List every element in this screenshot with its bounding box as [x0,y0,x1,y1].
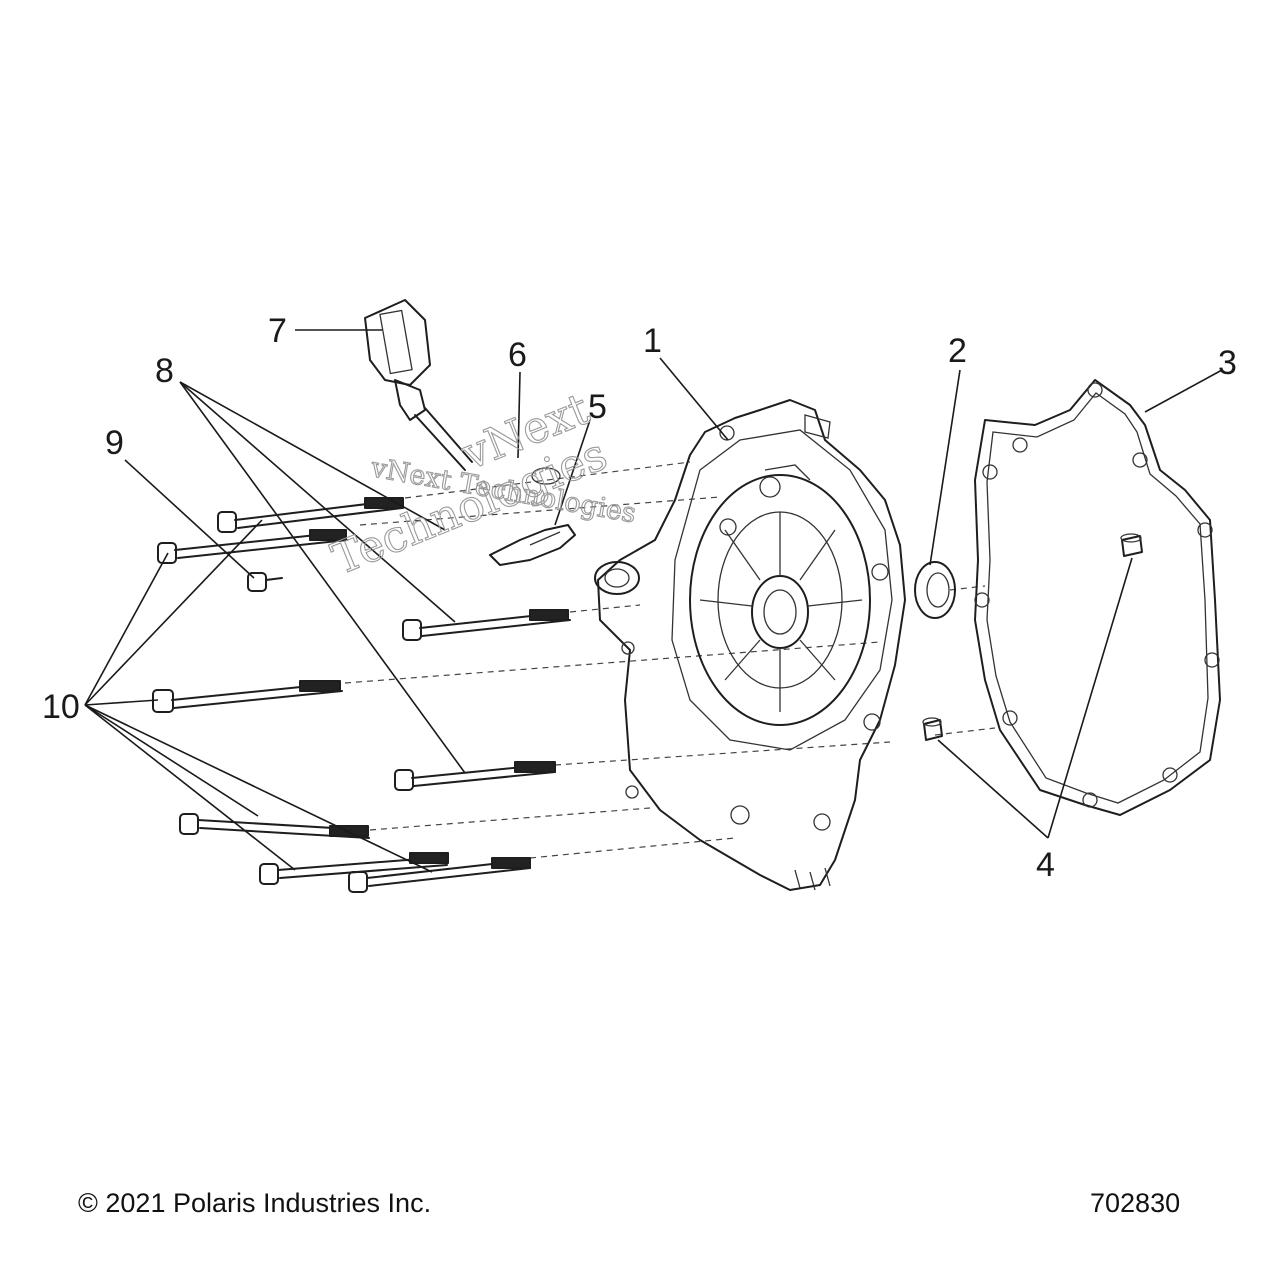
cover-gasket [974,379,1221,816]
callout-10: 10 [42,688,80,726]
callout-6: 6 [508,336,527,374]
dowel-pins [922,533,1143,741]
copyright-notice: © 2021 Polaris Industries Inc. [78,1188,432,1218]
dipstick [364,299,473,471]
callout-7: 7 [268,312,287,350]
side-cover [594,399,906,891]
callout-1: 1 [643,322,662,360]
diagram-number: 702830 [1090,1188,1181,1218]
callout-2: 2 [948,332,967,370]
leader-lines [84,329,1223,873]
callout-4: 4 [1036,846,1055,884]
assembly-lines [344,461,996,859]
callout-labels: 1 2 3 4 5 6 7 8 9 10 [42,312,1237,884]
callout-9: 9 [105,424,124,462]
callout-8: 8 [155,352,174,390]
bolts [152,497,571,893]
small-parts [489,467,576,566]
callout-3: 3 [1218,344,1237,382]
callout-5: 5 [588,388,607,426]
oil-seal [914,561,956,619]
